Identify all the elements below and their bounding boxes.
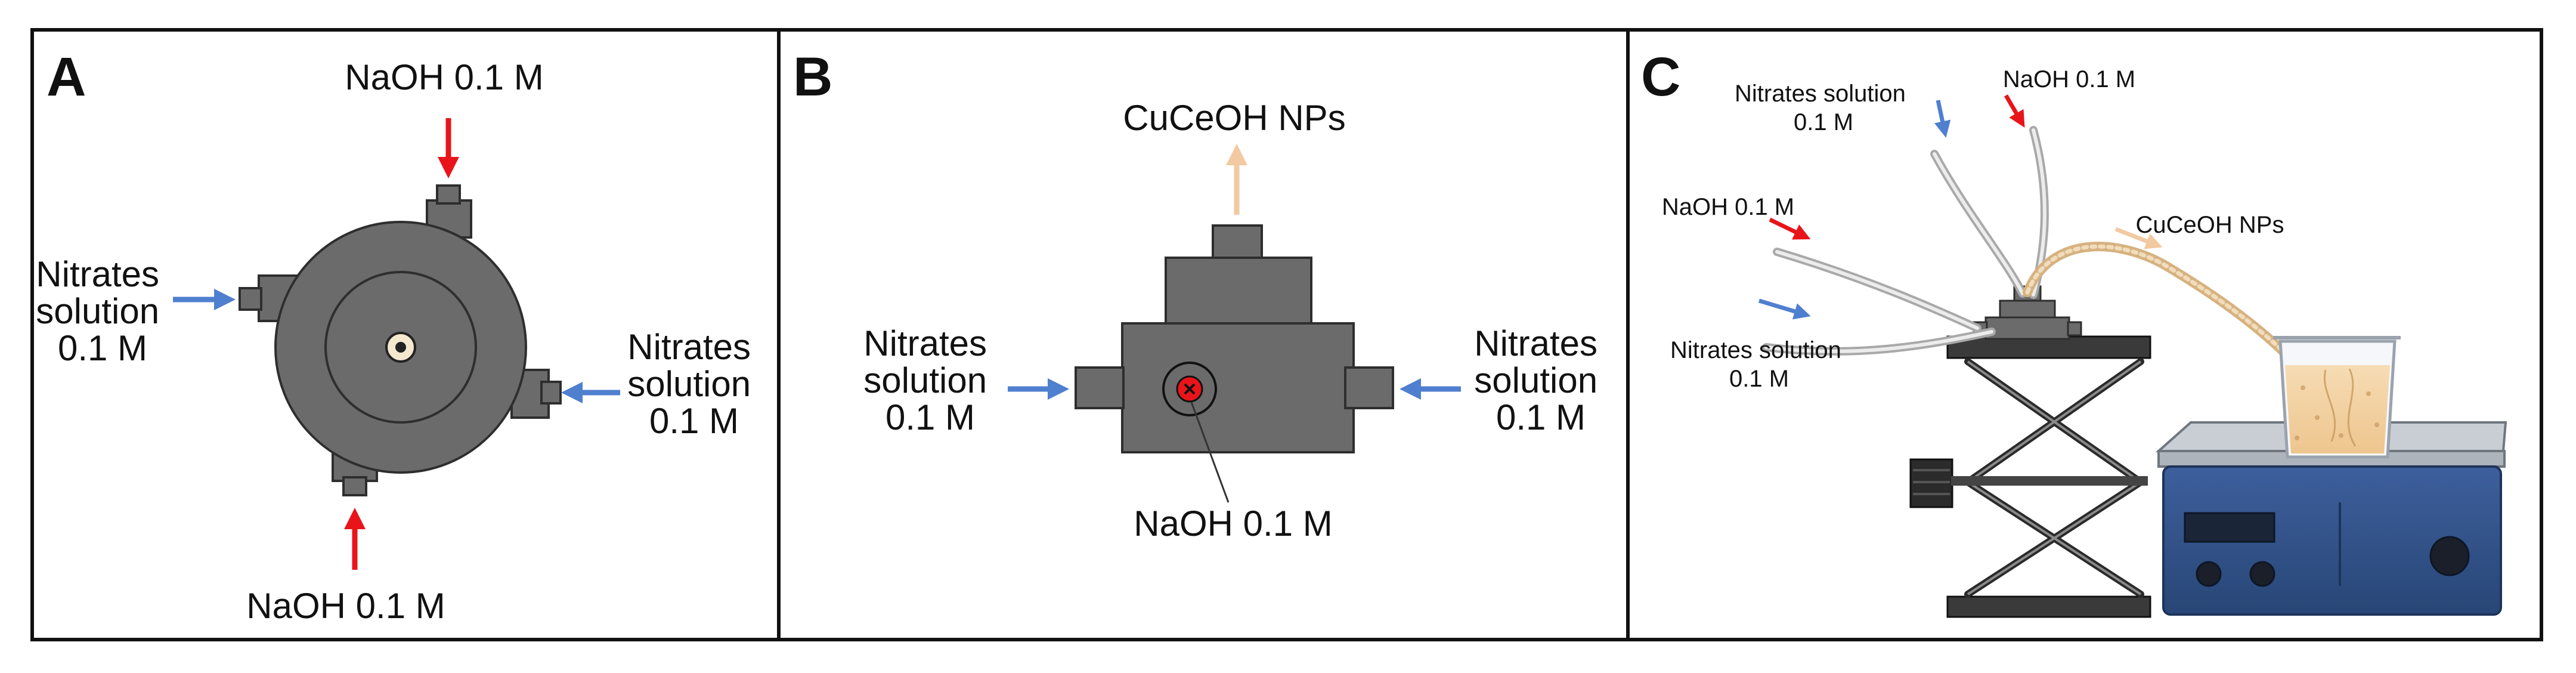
naoh-label: NaOH 0.1 M bbox=[1134, 504, 1332, 544]
naoh-left-label: NaOH 0.1 M bbox=[1662, 194, 1794, 220]
nitrates-top-label: Nitrates solution 0.1 M bbox=[1735, 81, 1912, 135]
port-top-nozzle bbox=[436, 184, 461, 205]
outlet-cap bbox=[1212, 224, 1263, 260]
outlet-center bbox=[395, 342, 406, 353]
hot-plate-stirrer bbox=[2155, 421, 2507, 616]
main-block bbox=[1121, 322, 1355, 453]
nitrates-bottom-label: Nitrates solution 0.1 M bbox=[1670, 337, 1848, 392]
naoh-top-label: NaOH 0.1 M bbox=[345, 57, 543, 97]
tubing bbox=[1762, 126, 2295, 363]
panel-c: C bbox=[1641, 47, 2507, 618]
stirrer-knob-large bbox=[2429, 536, 2470, 576]
beaker bbox=[2273, 336, 2401, 459]
naoh-bottom-label: NaOH 0.1 M bbox=[246, 586, 445, 626]
naoh-top-arrow bbox=[2004, 94, 2025, 128]
nitrates-right-label: Nitrates solution 0.1 M bbox=[627, 327, 760, 441]
port-bottom-nozzle bbox=[342, 476, 367, 496]
panel-b: B CuCeOH NPs Nitrates solution 0.1 M Nit… bbox=[793, 47, 1607, 544]
jack-base-plate bbox=[1946, 595, 2151, 618]
inlet-right bbox=[1344, 366, 1394, 409]
mixer-inner-ring bbox=[324, 271, 477, 424]
nitrates-left-label: Nitrates solution 0.1 M bbox=[36, 254, 169, 368]
product-arrow bbox=[2114, 227, 2163, 249]
naoh-leader-line bbox=[1190, 402, 1230, 503]
nitrates-left-label: Nitrates solution 0.1 M bbox=[863, 323, 996, 437]
product-label: CuCeOH NPs bbox=[2136, 212, 2284, 238]
jack-knob-grip bbox=[1913, 469, 1950, 495]
port-left-nozzle bbox=[239, 287, 262, 311]
naoh-inlet-ring bbox=[1162, 362, 1217, 416]
inlet-left bbox=[1075, 366, 1125, 409]
mixer-side-view bbox=[1075, 224, 1394, 453]
nitrates-right-label: Nitrates solution 0.1 M bbox=[1474, 323, 1607, 437]
panel-a: A NaOH 0.1 M NaOH 0.1 M bbox=[36, 47, 760, 626]
jack-screw bbox=[1951, 476, 2148, 486]
stirrer-knob-small-2 bbox=[2249, 561, 2275, 587]
lab-jack bbox=[1909, 335, 2151, 618]
panel-a-letter: A bbox=[47, 47, 86, 107]
naoh-top-label: NaOH 0.1 M bbox=[2003, 66, 2135, 92]
panel-frames bbox=[30, 28, 2543, 641]
stirrer-panel-divider bbox=[2339, 502, 2341, 586]
stirrer-display bbox=[2184, 512, 2275, 543]
panel-b-letter: B bbox=[793, 47, 832, 107]
stirrer-knob-small-1 bbox=[2196, 561, 2222, 587]
tube-naoh-left bbox=[1773, 248, 1981, 332]
jack-scissors-highlight bbox=[1967, 360, 2142, 595]
naoh-inlet-cross bbox=[1184, 383, 1196, 395]
panel-c-frame bbox=[1626, 28, 2543, 641]
naoh-left-arrow bbox=[1769, 217, 1811, 240]
nitrates-top-arrow bbox=[1934, 100, 1951, 138]
upper-block bbox=[1165, 257, 1312, 326]
nitrates-bottom-arrow bbox=[1758, 298, 1811, 320]
port-right-nozzle bbox=[540, 381, 562, 405]
panel-c-letter: C bbox=[1641, 47, 1680, 107]
stirrer-body bbox=[2162, 465, 2502, 616]
product-label: CuCeOH NPs bbox=[1123, 98, 1345, 138]
